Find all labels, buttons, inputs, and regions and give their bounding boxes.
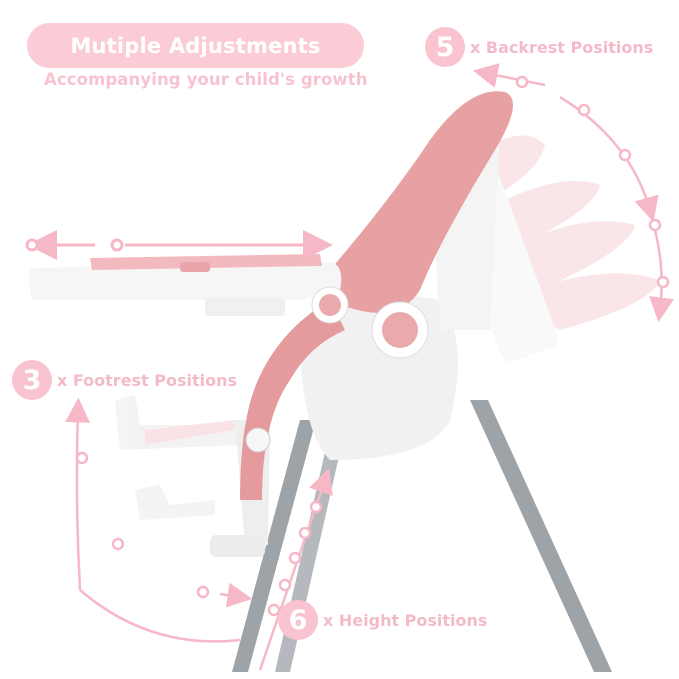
backrest-count-badge: 5 [425,27,465,67]
title-banner: Mutiple Adjustments [27,23,364,68]
tray [29,254,342,316]
hinge-knobs [245,286,429,453]
feature-height: 6 x Height Positions [278,600,487,640]
footrest-ghost [115,395,240,520]
footrest-count-badge: 3 [12,360,52,400]
title-text: Mutiple Adjustments [70,33,321,58]
feature-footrest: 3 x Footrest Positions [12,360,237,400]
backrest-label: x Backrest Positions [470,37,654,57]
tray-slide-arrows [25,230,333,260]
height-count-badge: 6 [278,600,318,640]
feature-backrest: 5 x Backrest Positions [425,27,653,67]
footrest-arc [65,397,253,643]
backrest-recline-arc [472,63,674,323]
subtitle-text: Accompanying your child's growth [44,70,368,89]
height-adjust-arrow [258,468,333,671]
footrest-label: x Footrest Positions [57,370,238,390]
height-label: x Height Positions [323,610,488,630]
